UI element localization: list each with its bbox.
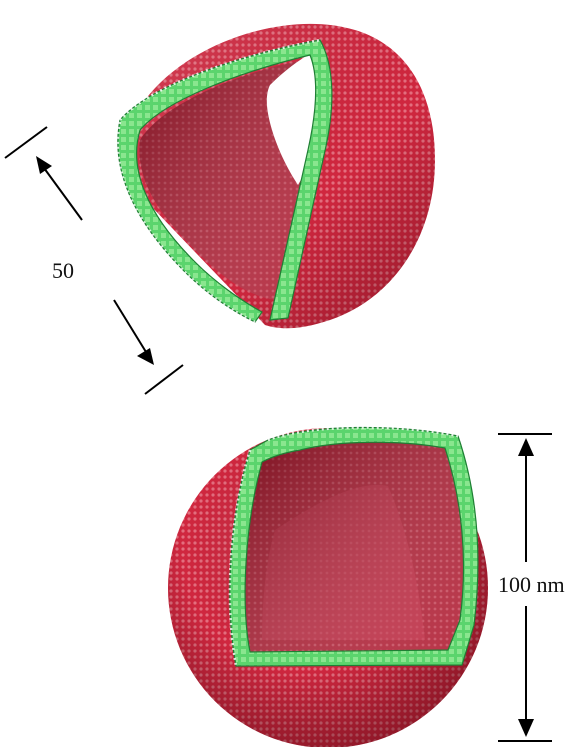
sphere-vesicle — [168, 427, 488, 747]
sphere-dimension-label: 100 nm — [498, 572, 565, 598]
tube-dimension-tick-bottom — [145, 365, 183, 394]
tube-cylinder — [118, 24, 435, 328]
tube-dimension-tick-top — [5, 127, 47, 158]
sphere-arrowhead-down — [518, 719, 534, 737]
sphere-arrowhead-up — [518, 438, 534, 456]
tube-arrowhead-up — [36, 156, 52, 174]
tube-dimension-label: 50 — [52, 258, 74, 284]
tube-arrow-down — [114, 300, 146, 352]
tube-arrow-up — [44, 168, 82, 220]
